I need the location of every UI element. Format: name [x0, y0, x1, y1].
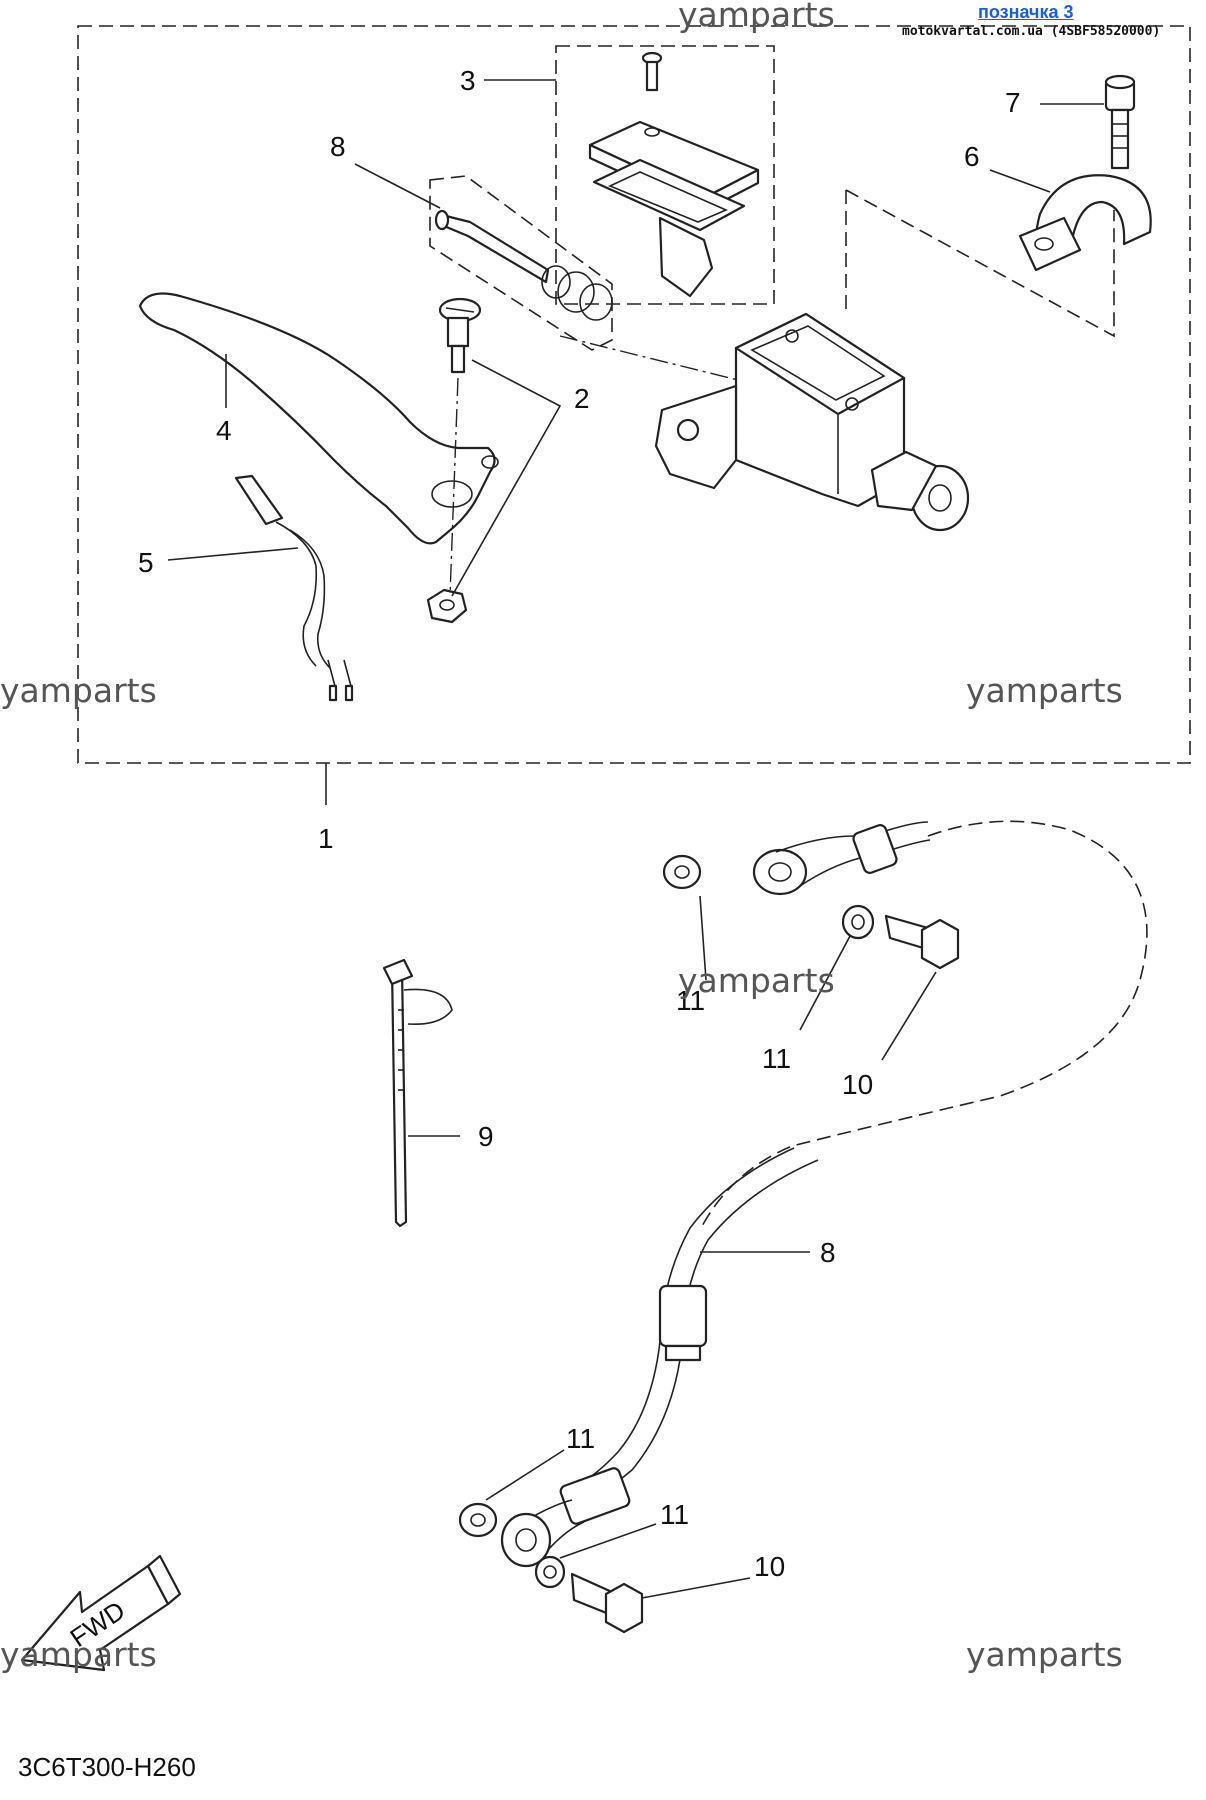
callout-10-upper: 10 — [842, 1069, 873, 1100]
leader-11-a — [699, 895, 707, 981]
callout-3: 3 — [460, 65, 476, 96]
callout-1: 1 — [318, 823, 334, 854]
watermark-mid-left: yamparts — [0, 671, 157, 710]
brake-lever — [138, 292, 496, 545]
brake-switch — [234, 474, 354, 702]
callout-6: 6 — [964, 141, 980, 172]
source-site-label: motokvartal.com.ua (4SBF58520000) — [902, 24, 1161, 39]
upper-banjo-fitting — [752, 835, 861, 896]
callout-7: 7 — [1005, 87, 1021, 118]
assembly-boundary — [77, 25, 1191, 764]
watermark-bottom-right: yamparts — [966, 1635, 1123, 1674]
pivot-nut — [426, 588, 468, 624]
lever-pivot-hole — [431, 480, 473, 508]
callout-8-lower: 8 — [820, 1237, 836, 1268]
callout-11-d: 11 — [660, 1499, 689, 1530]
lower-banjo-bolt — [570, 1572, 644, 1634]
watermark-center: yamparts — [678, 961, 835, 1000]
diagram-code: 3C6T300-H260 — [18, 1752, 196, 1782]
callout-9: 9 — [478, 1121, 494, 1152]
reservoir-cap-group — [555, 45, 775, 305]
upper-washer-b — [841, 904, 875, 940]
handlebar-holder — [1018, 174, 1152, 272]
callout-8-upper: 8 — [330, 131, 346, 162]
watermark-bottom-left: yamparts — [0, 1635, 157, 1674]
pivot-axis — [449, 377, 459, 597]
callout-5: 5 — [138, 547, 154, 578]
cable-tie — [382, 958, 453, 1228]
leader-5 — [167, 547, 299, 561]
leader-11-b — [799, 935, 851, 1031]
callout-10-lower: 10 — [754, 1551, 785, 1582]
master-cylinder — [654, 312, 970, 532]
callout-11-b: 11 — [762, 1043, 791, 1074]
upper-washer-a — [662, 854, 702, 890]
leader-2 — [451, 359, 562, 597]
leader-10-upper — [881, 971, 937, 1061]
callout-11-a: 11 — [676, 985, 705, 1016]
lower-washer-b — [534, 1555, 566, 1589]
watermark-mid-right: yamparts — [966, 671, 1123, 710]
clamp-bolt — [1104, 74, 1136, 170]
pivot-bolt — [438, 297, 482, 374]
callout-11-c: 11 — [566, 1423, 595, 1454]
piston-kit-group — [429, 175, 613, 351]
lower-banjo-fitting — [500, 1499, 585, 1568]
leader-11-c — [485, 1449, 565, 1501]
holder-guide — [845, 189, 1115, 338]
callout-2: 2 — [574, 383, 590, 414]
tag-link[interactable]: позначка 3 — [978, 2, 1074, 22]
lever-mount-hole — [481, 455, 499, 469]
watermark-top: yamparts — [678, 0, 835, 34]
callout-4: 4 — [216, 415, 232, 446]
upper-banjo-bolt — [884, 914, 960, 970]
leader-8-upper — [354, 163, 441, 209]
master-cylinder-axis — [559, 335, 739, 381]
leader-10-lower — [641, 1577, 751, 1599]
lower-washer-a — [458, 1502, 498, 1538]
brake-hose — [559, 820, 1148, 1525]
leader-6 — [989, 169, 1051, 193]
leader-11-d — [559, 1523, 657, 1559]
